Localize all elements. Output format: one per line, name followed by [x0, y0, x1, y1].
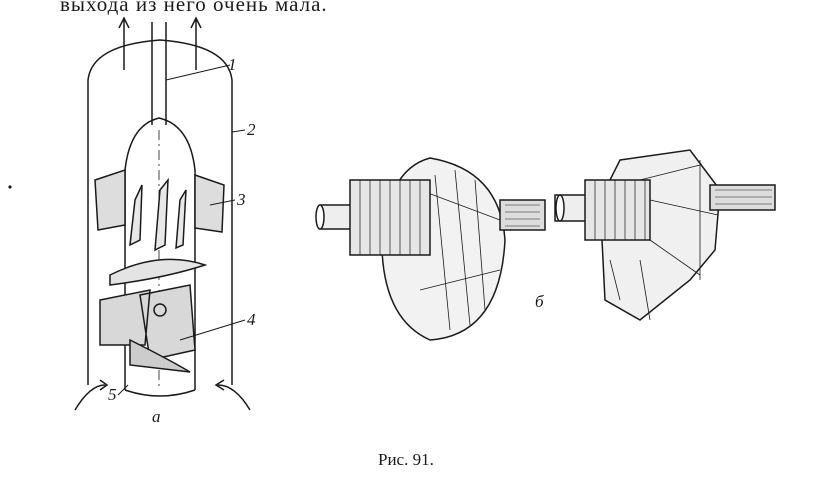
figure-caption: Рис. 91. — [378, 450, 434, 469]
callout-4: 4 — [247, 310, 256, 329]
callout-2: 2 — [247, 120, 256, 139]
lower-vanes — [99, 284, 196, 361]
body-text: выхода из него очень мала. — [60, 0, 328, 16]
shaft — [151, 22, 167, 125]
panel-b-label: б — [535, 292, 544, 311]
panel-b-drawing — [315, 149, 776, 341]
flow-arrows-in — [74, 379, 251, 411]
panel-a-drawing — [74, 16, 251, 411]
panel-a-label: а — [152, 407, 161, 426]
hub-body — [124, 117, 196, 390]
callout-5: 5 — [108, 385, 117, 404]
flow-arrows-up — [118, 16, 202, 70]
right-hub — [584, 179, 651, 241]
ring-vane — [109, 258, 208, 286]
callout-1: 1 — [228, 55, 237, 74]
callout-3: 3 — [237, 190, 246, 209]
upper-vanes — [94, 168, 225, 233]
